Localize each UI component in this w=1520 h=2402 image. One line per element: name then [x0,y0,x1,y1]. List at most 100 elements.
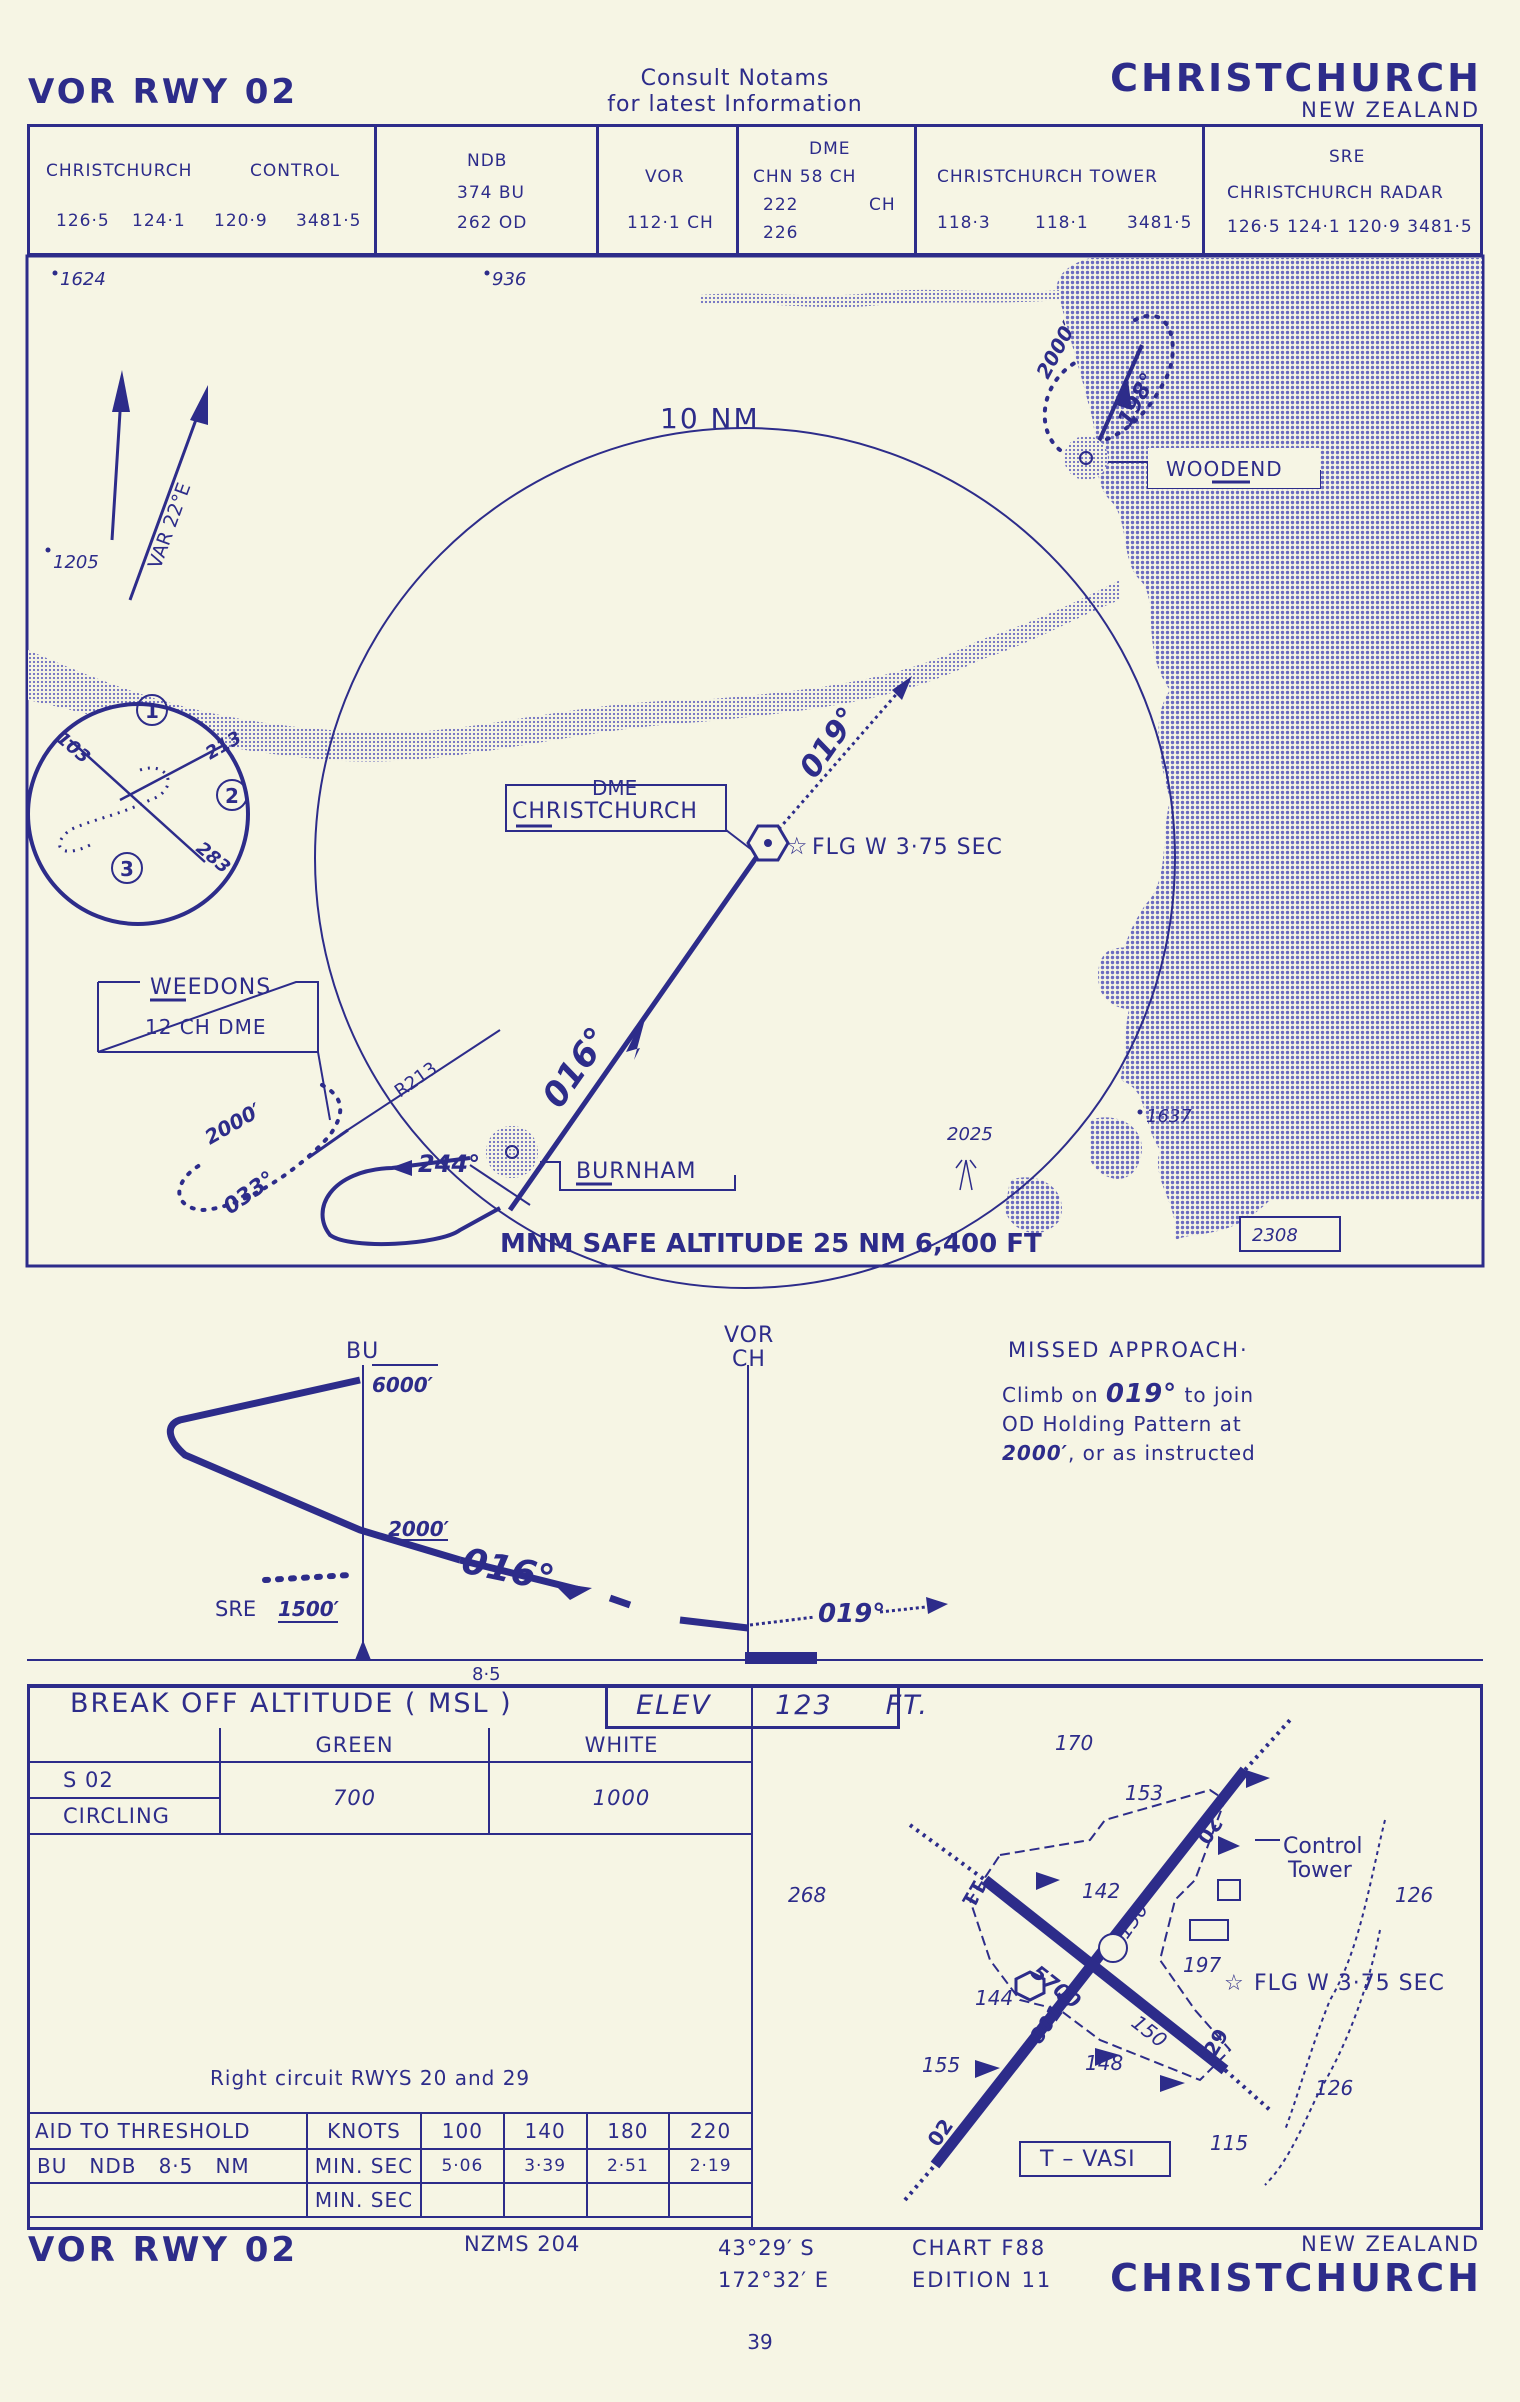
control-freq-4: 3481·5 [296,211,362,231]
missed-alt: 2000′ [1002,1441,1068,1465]
weedons-dme: 12 CH DME [145,1015,266,1039]
woodend-ndb-symbol [1064,436,1108,480]
flg-label: FLG W 3·75 SEC [812,835,1003,860]
msa-label: MNM SAFE ALTITUDE 25 NM 6,400 FT [500,1229,1042,1259]
final-track-arrow [626,1008,648,1060]
tvasi-flag [1095,2048,1120,2066]
timing-minsec-2: MIN. SEC [306,2182,422,2218]
profile-sre: SRE [215,1597,256,1621]
tower-label: CHRISTCHURCH TOWER [937,167,1158,187]
elev-box [605,1684,900,1729]
footer-lat: 43°29′ S [718,2236,815,2260]
timing-aid-header: AID TO THRESHOLD [27,2112,308,2150]
footer-nzms: NZMS 204 [464,2232,581,2256]
ring-label: 10 NM [660,402,760,435]
elev-label: ELEV 123 FT. [636,1690,929,1721]
ad-155: 155 [922,2053,960,2077]
tvasi-label: T – VASI [1039,2147,1136,2172]
missed-1a: Climb on [1002,1383,1099,1407]
hangar-building [1217,1879,1241,1901]
notams-line-2: for latest Information [607,92,863,117]
ad-148: 148 [1085,2051,1123,2075]
tvasi-flag [975,2060,1000,2078]
tower-freq-3: 3481·5 [1127,213,1193,233]
freq-control: CHRISTCHURCH CONTROL 126·5 124·1 120·9 3… [30,127,377,253]
ndb-bu: 374 BU [457,183,525,203]
true-north-arrowhead [112,370,130,412]
freq-ndb: NDB 374 BU 262 OD [377,127,599,253]
weedons-name: WEEDONS [150,975,271,1000]
control-tower-label-1: Control [1283,1834,1363,1859]
boa-label: BREAK OFF ALTITUDE ( MSL ) [70,1688,513,1719]
footer-edition: EDITION 11 [912,2268,1053,2292]
control-freq-3: 120·9 [214,211,268,231]
bu-tick [355,1640,371,1660]
time-180: 2·51 [585,2148,671,2184]
terminal-building [1189,1919,1229,1941]
sre-label: SRE [1329,147,1366,167]
circuit-note: Right circuit RWYS 20 and 29 [210,2066,531,2090]
tower-freq-1: 118·3 [937,213,991,233]
ndb-od: 262 OD [457,213,528,233]
aerodrome-beacon-star: ☆ [786,832,808,860]
missed-track-arrow [892,676,912,700]
entry-line-213 [119,743,225,802]
dme-226: 226 [763,223,799,243]
tvasi-box [1019,2141,1171,2177]
profile-descent-arrow [552,1582,592,1600]
timing-minsec: MIN. SEC [306,2148,422,2184]
weedons-hold [177,1083,343,1213]
row-circling: CIRCLING [27,1798,221,1835]
land-patch [1098,947,1153,1009]
ad-268: 268 [788,1883,826,1907]
taxiway-outline [968,1788,1232,2082]
page-number: 39 [747,2330,773,2354]
approach-lights-20 [1243,1718,1292,1772]
timing-table: AID TO THRESHOLD KNOTS 100 140 180 220 B… [27,2112,753,2218]
missed-1c: to join [1184,1383,1254,1407]
land-patch-2 [1090,1117,1142,1179]
control-tower-label-2: Tower [1287,1858,1353,1883]
missed-track-label: 019° [793,701,866,785]
tvasi-flag [1036,1872,1060,1890]
spot-2025: 2025 [947,1124,993,1145]
time-100: 5·06 [420,2148,505,2184]
control-label: CHRISTCHURCH [46,161,193,181]
burnham-pointer [469,1164,531,1206]
tower-freq-2: 118·1 [1035,213,1089,233]
hold-heading: 033° [219,1167,280,1220]
profile-missed-path [749,1615,816,1627]
footer-country: NEW ZEALAND [1301,2232,1480,2256]
ndb-label: NDB [467,151,508,171]
vor-freq: 112·1 CH [627,213,714,233]
sre-radar-label: CHRISTCHURCH RADAR [1227,183,1444,203]
entry-line-103-283 [69,739,206,863]
speed-100: 100 [420,2112,505,2150]
woodend-hold-return [1042,358,1082,452]
runway-intersection [1098,1933,1128,1963]
footer-lon: 172°32′ E [718,2268,830,2292]
radial-213-label: R213 [391,1058,441,1102]
profile-vor: VOR [724,1323,774,1348]
burnham-callout [540,1161,736,1191]
time-220: 2·19 [668,2148,753,2184]
profile-track-019: 019° [818,1599,885,1629]
control-label-2: CONTROL [250,161,341,181]
profile-track-016: 016° [458,1541,558,1600]
missed-track: 019° [1105,1379,1178,1409]
burnham-ndb-symbol [486,1126,538,1178]
profile-missed-arrow [926,1597,948,1614]
entry-dotted-pattern [58,766,170,853]
sre-dotted-line [262,1572,353,1583]
spot-height-dot [52,270,58,276]
airport-city: CHRISTCHURCH [1110,56,1482,100]
footer-city: CHRISTCHURCH [1110,2256,1482,2300]
procedure-turn [320,1156,501,1247]
footer-procedure-title: VOR RWY 02 [28,2230,299,2270]
vor-label: VOR [645,167,685,187]
burnham-name: BURNHAM [576,1159,697,1184]
profile-sre-alt: 1500′ [278,1597,340,1621]
spot-height-dot [1137,1109,1143,1115]
woodend-name: WOODEND [1166,457,1283,481]
